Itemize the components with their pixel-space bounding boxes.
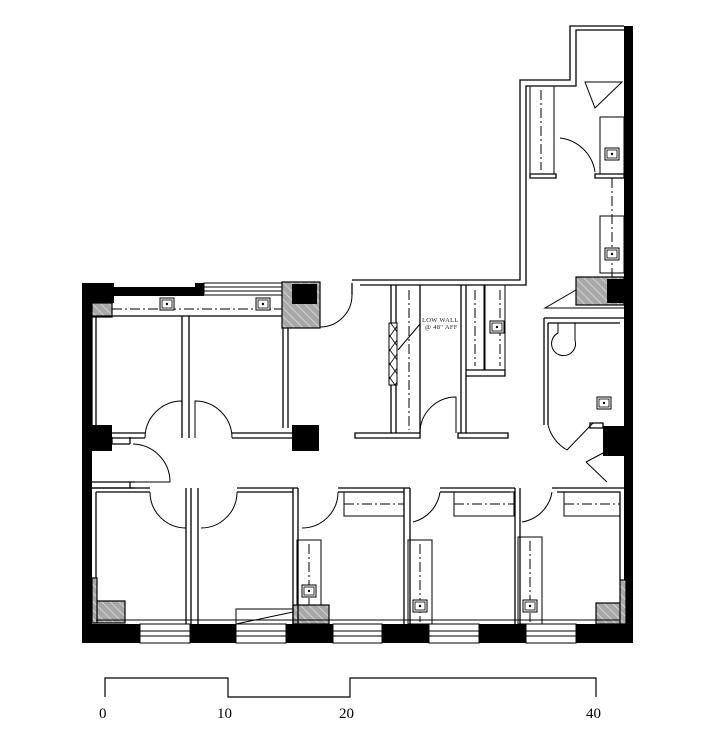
north-window: [203, 282, 283, 296]
structural-columns: [91, 276, 627, 625]
scale-bar: 0 10 20 40: [99, 677, 601, 722]
ne-corridor: [529, 81, 625, 309]
south-windows: [139, 623, 577, 644]
scale-tick-10: 10: [217, 706, 232, 722]
central-area: LOW WALL @ 48" AFF: [352, 25, 624, 439]
exterior-walls: [82, 26, 633, 643]
low-wall-height-label: @ 48" AFF: [425, 324, 458, 331]
restroom: [543, 317, 624, 483]
north-offices: [91, 283, 353, 439]
south-offices: [92, 487, 624, 625]
low-wall-label: LOW WALL: [422, 317, 459, 324]
scale-tick-20: 20: [339, 706, 354, 722]
scale-tick-40: 40: [586, 706, 601, 722]
scale-tick-0: 0: [99, 706, 107, 722]
